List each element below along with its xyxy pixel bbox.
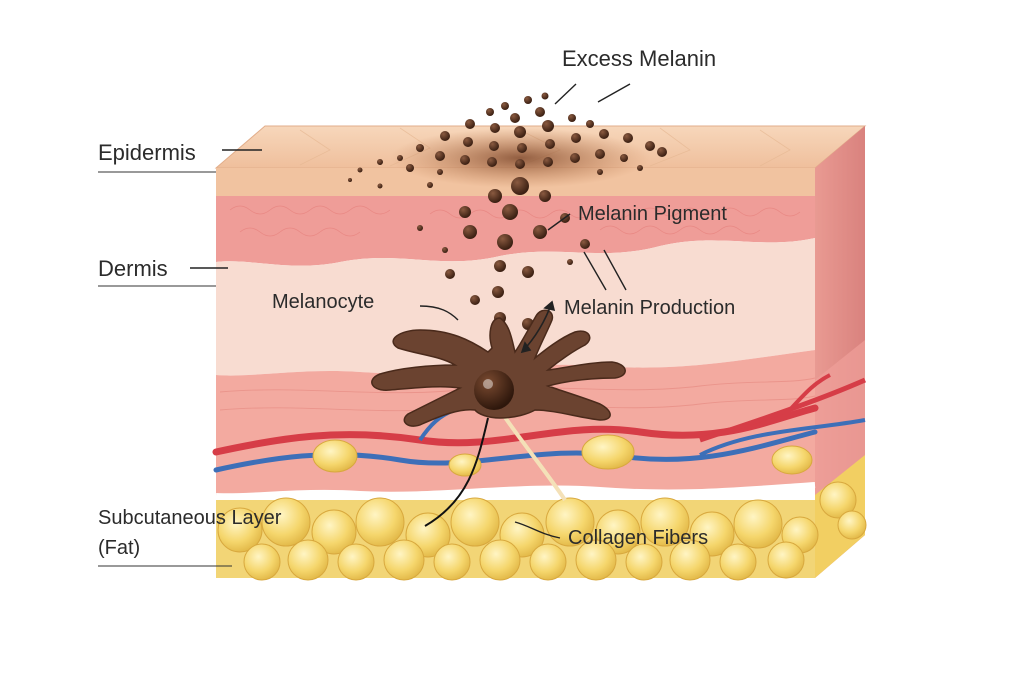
label-collagen-fibers: Collagen Fibers [568,527,708,549]
label-underlines [98,171,232,567]
melanin-pigment-granules [417,177,590,330]
label-dermis: Dermis [98,256,168,281]
melanin-production-arrow [520,300,556,354]
hyperpigmented-spot [390,128,650,188]
melanocyte-cell [371,309,626,427]
label-subcutaneous-layer: Subcutaneous Layer [98,507,282,529]
label-melanocyte: Melanocyte [272,291,374,313]
melanocyte-nucleus [474,370,514,410]
dermal-fat-cells [312,434,813,477]
vein [213,429,818,473]
excess-melanin-granules [348,92,667,189]
label-subcutaneous-fat: (Fat) [98,537,140,559]
dermis-upper-layer [216,196,815,266]
label-melanin-pigment: Melanin Pigment [578,203,727,225]
label-epidermis: Epidermis [98,140,196,165]
dermis-cell-texture [229,205,801,237]
leader-lines [190,83,631,539]
label-melanin-production: Melanin Production [564,297,735,319]
collagen-fiber [498,408,567,502]
dermis-middle-layer [216,238,815,376]
fat-cells [217,481,867,581]
label-excess-melanin: Excess Melanin [562,46,716,71]
